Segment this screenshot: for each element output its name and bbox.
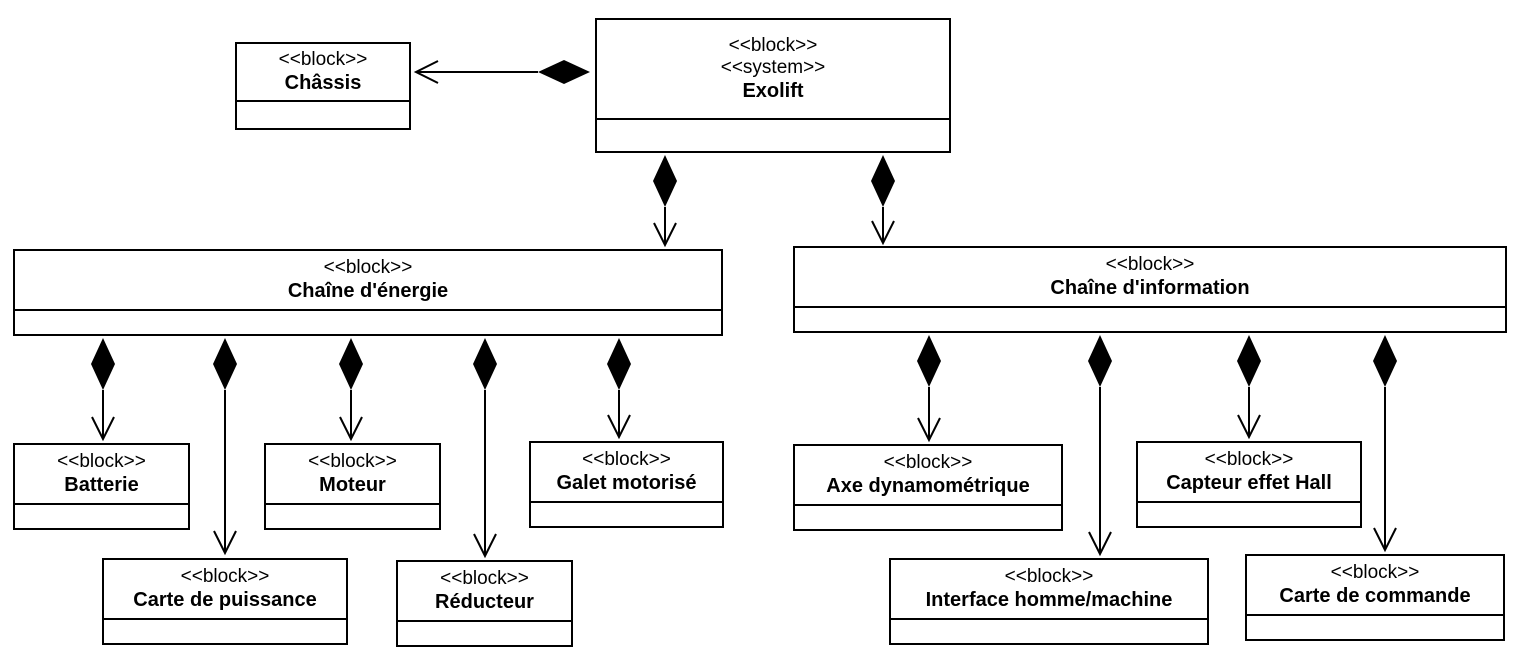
- block-stereotype: <<block>>: [323, 257, 413, 278]
- composition-diamond: [871, 155, 895, 207]
- composition-energie-reducteur: [473, 338, 497, 559]
- block-header: <<block>>Batterie: [15, 445, 188, 505]
- block-name: Chaîne d'énergie: [287, 280, 449, 302]
- block-header: <<block>>Moteur: [266, 445, 439, 505]
- composition-information-ihm: [1088, 335, 1112, 557]
- open-arrowhead: [91, 416, 115, 442]
- block-batterie: <<block>>Batterie: [13, 443, 190, 530]
- block-chassis: <<block>>Châssis: [235, 42, 411, 130]
- composition-diamond: [1237, 335, 1261, 387]
- block-stereotype: <<block>>: [1004, 566, 1094, 587]
- block-header: <<block>>Chaîne d'énergie: [15, 251, 721, 311]
- block-reducteur: <<block>>Réducteur: [396, 560, 573, 647]
- block-header: <<block>>Carte de commande: [1247, 556, 1503, 616]
- block-carte-commande: <<block>>Carte de commande: [1245, 554, 1505, 641]
- block-galet: <<block>>Galet motorisé: [529, 441, 724, 528]
- composition-diamond: [473, 338, 497, 390]
- block-stereotype: <<system>>: [720, 57, 826, 78]
- block-stereotype: <<block>>: [440, 568, 529, 589]
- composition-information-carte-commande: [1373, 335, 1397, 553]
- composition-energie-batterie: [91, 338, 115, 442]
- open-arrowhead: [1237, 414, 1261, 440]
- block-header: <<block>>Axe dynamométrique: [795, 446, 1061, 506]
- block-capteur: <<block>>Capteur effet Hall: [1136, 441, 1362, 528]
- open-arrowhead: [1373, 527, 1397, 553]
- open-arrowhead: [871, 220, 895, 246]
- block-name: Batterie: [64, 474, 139, 496]
- block-exolift: <<block>><<system>>Exolift: [595, 18, 951, 153]
- block-name: Moteur: [319, 474, 386, 496]
- block-name: Axe dynamométrique: [826, 475, 1030, 497]
- block-stereotype: <<block>>: [1330, 562, 1420, 583]
- block-name: Interface homme/machine: [925, 589, 1173, 611]
- composition-diamond: [1373, 335, 1397, 387]
- block-stereotype: <<block>>: [1204, 449, 1294, 470]
- open-arrowhead: [339, 416, 363, 442]
- composition-exolift-chassis: [413, 60, 590, 84]
- open-arrowhead: [1088, 531, 1112, 557]
- block-header: <<block>>Chaîne d'information: [795, 248, 1505, 308]
- block-axe: <<block>>Axe dynamométrique: [793, 444, 1063, 531]
- open-arrowhead: [607, 414, 631, 440]
- block-name: Capteur effet Hall: [1166, 472, 1332, 494]
- block-header: <<block>>Capteur effet Hall: [1138, 443, 1360, 503]
- block-stereotype: <<block>>: [582, 449, 671, 470]
- block-name: Chaîne d'information: [1050, 277, 1250, 299]
- composition-exolift-energie: [653, 155, 677, 248]
- block-stereotype: <<block>>: [278, 49, 368, 70]
- block-name: Châssis: [284, 72, 362, 94]
- block-stereotype: <<block>>: [1105, 254, 1195, 275]
- composition-diamond: [917, 335, 941, 387]
- composition-information-capteur: [1237, 335, 1261, 440]
- composition-energie-galet: [607, 338, 631, 440]
- block-header: <<block>>Galet motorisé: [531, 443, 722, 503]
- block-stereotype: <<block>>: [180, 566, 270, 587]
- composition-information-axe: [917, 335, 941, 443]
- composition-diamond: [91, 338, 115, 390]
- block-name: Exolift: [742, 80, 804, 102]
- block-header: <<block>>Carte de puissance: [104, 560, 346, 620]
- composition-energie-carte-puissance: [213, 338, 237, 556]
- block-stereotype: <<block>>: [883, 452, 973, 473]
- block-carte-puissance: <<block>>Carte de puissance: [102, 558, 348, 645]
- composition-exolift-information: [871, 155, 895, 246]
- block-name: Réducteur: [435, 591, 534, 613]
- open-arrowhead: [473, 533, 497, 559]
- block-stereotype: <<block>>: [308, 451, 397, 472]
- block-name: Carte de commande: [1279, 585, 1471, 607]
- block-moteur: <<block>>Moteur: [264, 443, 441, 530]
- open-arrowhead: [653, 222, 677, 248]
- composition-energie-moteur: [339, 338, 363, 442]
- block-stereotype: <<block>>: [57, 451, 146, 472]
- block-information: <<block>>Chaîne d'information: [793, 246, 1507, 333]
- open-arrowhead: [413, 60, 439, 84]
- block-name: Galet motorisé: [556, 472, 697, 494]
- block-stereotype: <<block>>: [728, 35, 818, 56]
- block-header: <<block>>Interface homme/machine: [891, 560, 1207, 620]
- block-energie: <<block>>Chaîne d'énergie: [13, 249, 723, 336]
- composition-diamond: [213, 338, 237, 390]
- composition-diamond: [607, 338, 631, 390]
- composition-diamond: [538, 60, 590, 84]
- composition-diamond: [1088, 335, 1112, 387]
- composition-diamond: [653, 155, 677, 207]
- block-ihm: <<block>>Interface homme/machine: [889, 558, 1209, 645]
- block-header: <<block>>Réducteur: [398, 562, 571, 622]
- block-header: <<block>>Châssis: [237, 44, 409, 102]
- open-arrowhead: [213, 530, 237, 556]
- block-name: Carte de puissance: [133, 589, 317, 611]
- block-header: <<block>><<system>>Exolift: [597, 20, 949, 120]
- open-arrowhead: [917, 417, 941, 443]
- composition-diamond: [339, 338, 363, 390]
